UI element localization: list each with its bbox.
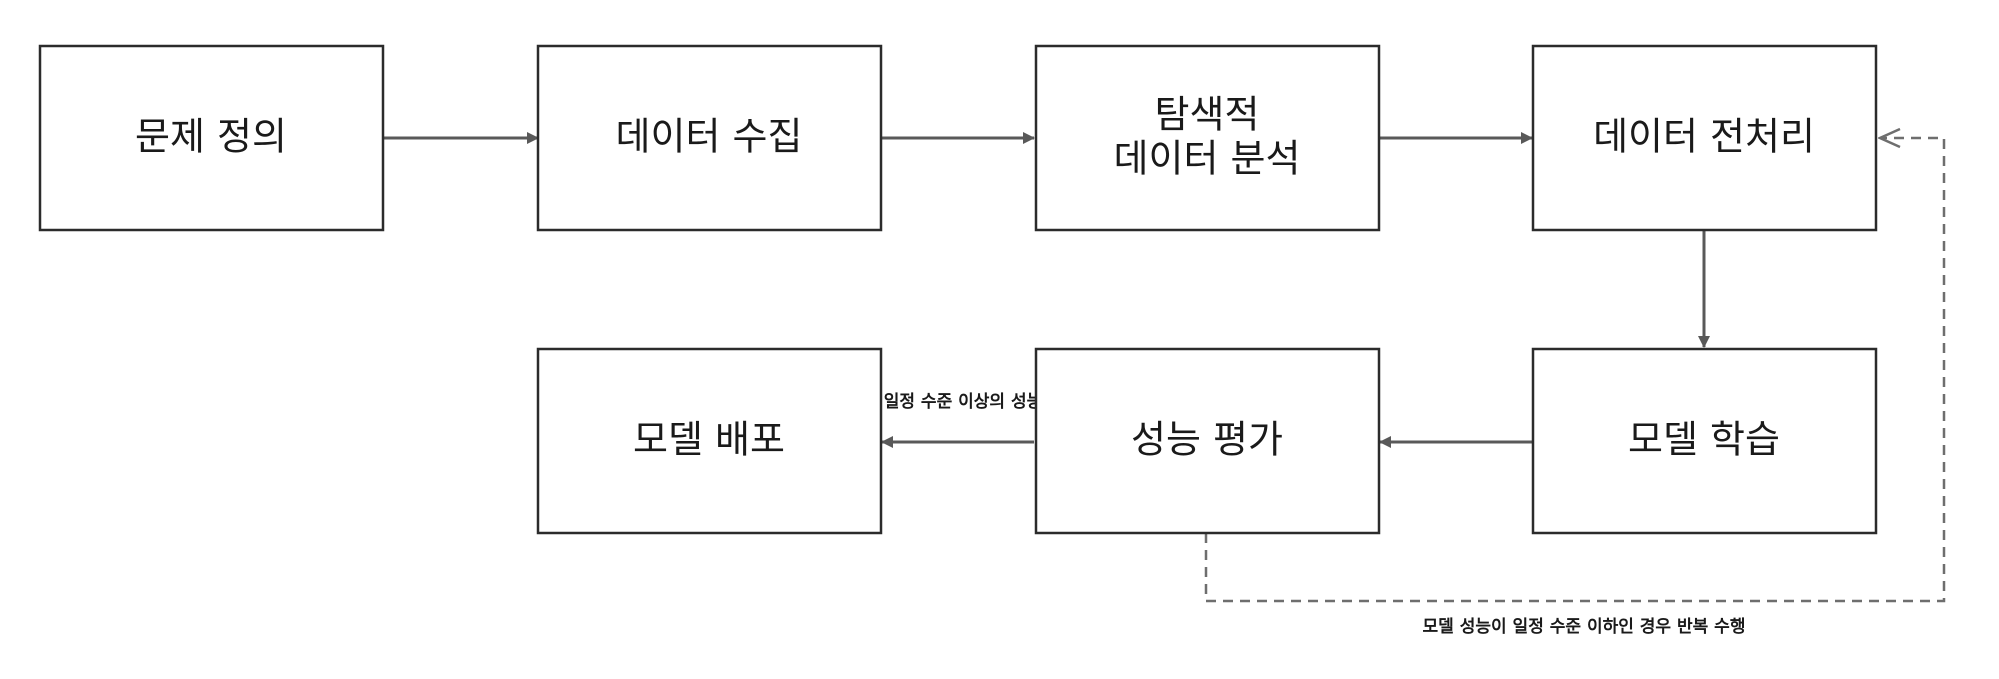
node-eda: 탐색적 데이터 분석 (1034, 44, 1381, 232)
edge-label-high-performance: 일정 수준 이상의 성능 (884, 392, 1043, 412)
node-problem-definition-label: 문제 정의 (135, 115, 287, 159)
node-preprocessing-label: 데이터 전처리 (1593, 115, 1815, 159)
node-performance-evaluation-label: 성능 평가 (1131, 418, 1283, 462)
node-preprocessing: 데이터 전처리 (1531, 44, 1878, 232)
node-eda-label-line2: 데이터 분석 (1114, 137, 1301, 181)
node-performance-evaluation: 성능 평가 (1034, 347, 1381, 535)
node-problem-definition: 문제 정의 (38, 44, 385, 232)
node-model-deployment: 모델 배포 (536, 347, 883, 535)
edges (384, 138, 1946, 603)
node-data-collection: 데이터 수집 (536, 44, 883, 232)
node-eda-label-line1: 탐색적 (1155, 93, 1260, 137)
edge-label-repeat-loop: 모델 성능이 일정 수준 이하인 경우 반복 수행 (1423, 616, 1746, 637)
node-model-training: 모델 학습 (1531, 347, 1878, 535)
node-model-training-label: 모델 학습 (1628, 418, 1780, 462)
node-model-deployment-label: 모델 배포 (633, 418, 785, 462)
node-data-collection-label: 데이터 수집 (616, 115, 803, 159)
edge-labels: 일정 수준 이상의 성능 모델 성능이 일정 수준 이하인 경우 반복 수행 (884, 392, 1746, 637)
edge-evaluate-to-preprocess-loop (1204, 138, 1946, 603)
